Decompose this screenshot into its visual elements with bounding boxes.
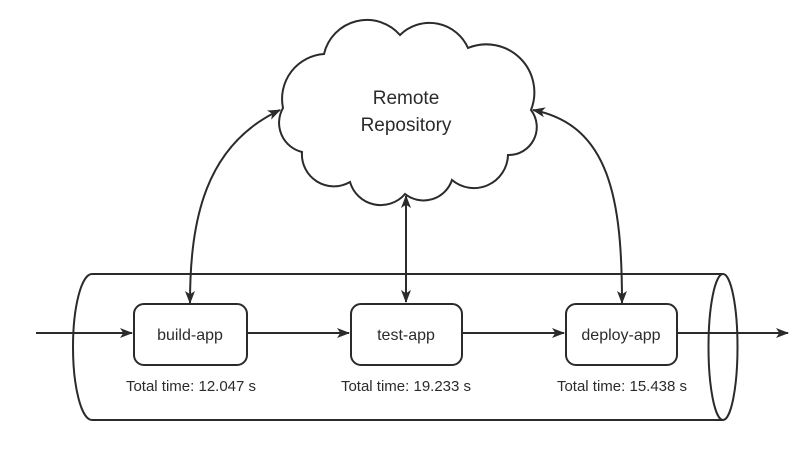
remote-repository-cloud: [278, 18, 538, 207]
stage-label-build-app: build-app: [157, 327, 223, 344]
cloud-label-line1: Remote: [373, 88, 440, 109]
stage-label-test-app: test-app: [377, 327, 435, 344]
arrow-build-app-remote-repository: [185, 109, 281, 304]
pipeline-cylinder-cap: [707, 273, 739, 421]
stage-box-test-app: [350, 303, 463, 366]
stage-box-build-app: [133, 303, 248, 366]
total-time-test-app: Total time: 19.233 s: [341, 378, 471, 395]
stage-label-deploy-app: deploy-app: [581, 327, 660, 344]
total-time-build-app: Total time: 12.047 s: [126, 378, 256, 395]
arrow-remote-repository-deploy-app: [532, 107, 627, 304]
stage-box-deploy-app: [565, 303, 678, 366]
total-time-deploy-app: Total time: 15.438 s: [557, 378, 687, 395]
cloud-label-line2: Repository: [361, 115, 452, 136]
